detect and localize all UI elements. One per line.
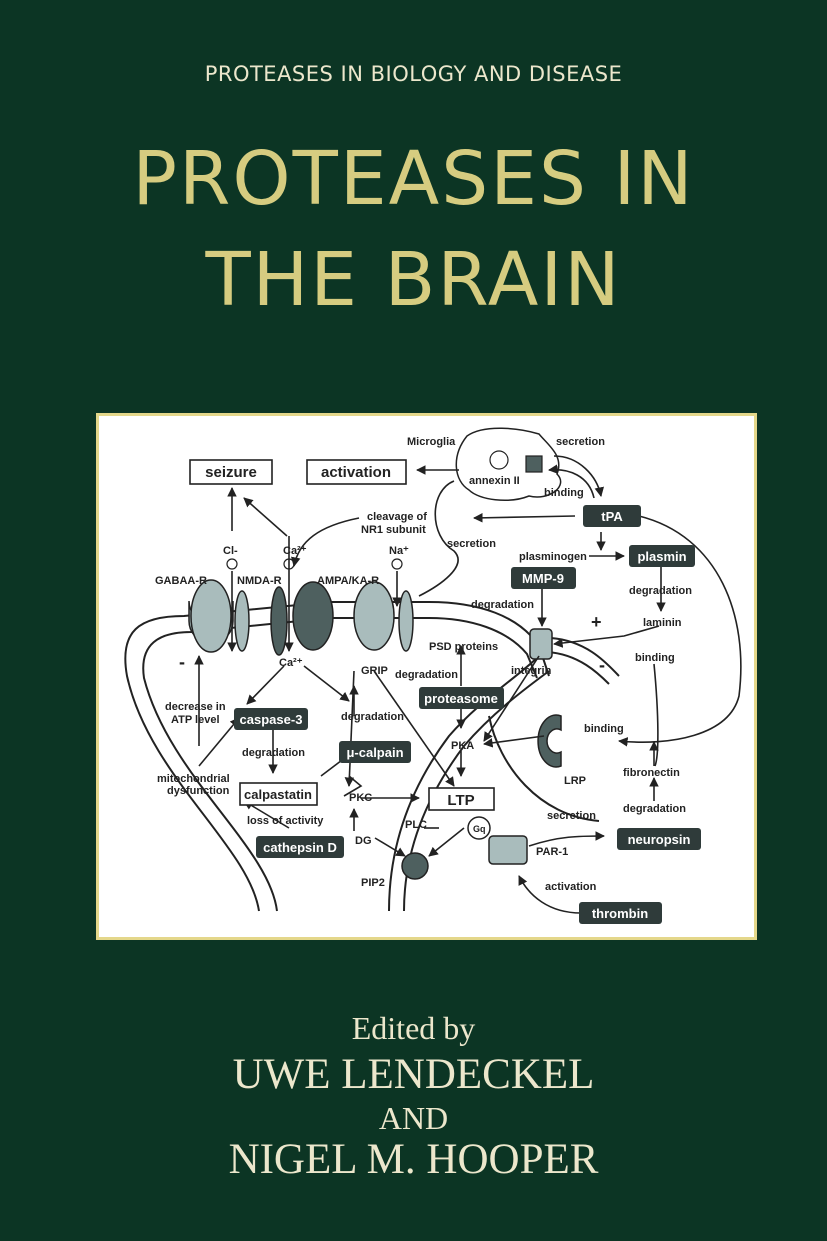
label-na: Na⁺: [389, 545, 409, 557]
diagram-boxes: [189, 459, 701, 924]
label-ampa: AMPA/KA-R: [317, 575, 379, 587]
label-pkc: PKC: [349, 792, 372, 804]
caspase3-box: caspase-3: [240, 712, 303, 727]
label-mito-1: mitochondrial: [157, 773, 230, 785]
label-grip: GRIP: [361, 665, 388, 677]
label-gaba: GABAA-R: [155, 575, 207, 587]
label-loss: loss of activity: [247, 815, 324, 827]
label-annexin: annexin II: [469, 475, 520, 487]
label-par1: PAR-1: [536, 846, 568, 858]
label-cl: Cl-: [223, 545, 238, 557]
label-degradation-mmp: degradation: [471, 599, 534, 611]
label-cleavage-2: NR1 subunit: [361, 524, 426, 536]
seizure-box: seizure: [205, 464, 257, 481]
label-degradation-grip: degradation: [341, 711, 404, 723]
cathepsin-box: cathepsin D: [263, 840, 337, 855]
label-mito-2: dysfunction: [167, 785, 230, 797]
pathway-diagram-svg: seizure activation tPA plasmin MMP-9 pro…: [124, 427, 742, 924]
label-decrease-1: decrease in: [165, 701, 226, 713]
ltp-box: LTP: [447, 792, 474, 809]
label-binding-lrp: binding: [584, 723, 624, 735]
label-laminin: laminin: [643, 617, 682, 629]
book-title-line-2: THE BRAIN: [205, 237, 622, 323]
tpa-box: tPA: [601, 509, 623, 524]
label-degradation-psd: degradation: [395, 669, 458, 681]
editor-1: UWE LENDECKEL: [232, 1051, 595, 1098]
calpastatin-box: calpastatin: [244, 787, 312, 802]
label-plus: +: [591, 612, 602, 632]
label-activation-thrombin: activation: [545, 881, 597, 893]
label-secretion-mid: secretion: [447, 538, 496, 550]
proteasome-box: proteasome: [424, 691, 498, 706]
book-title-line-1: PROTEASES IN: [132, 136, 695, 222]
label-pip2: PIP2: [361, 877, 385, 889]
label-decrease-2: ATP level: [171, 714, 220, 726]
label-ca-mid: Ca²⁺: [279, 657, 303, 669]
and-label: AND: [378, 1100, 449, 1136]
plasmin-box: plasmin: [637, 549, 686, 564]
label-minus-right: -: [599, 655, 605, 675]
label-degradation-casp: degradation: [242, 747, 305, 759]
label-degradation-fib: degradation: [623, 803, 686, 815]
label-nmda: NMDA-R: [237, 575, 282, 587]
neuropsin-box: neuropsin: [628, 832, 691, 847]
label-binding-top: binding: [544, 487, 584, 499]
label-psd: PSD proteins: [429, 641, 498, 653]
label-secretion-top: secretion: [556, 436, 605, 448]
label-integrin: integrin: [511, 665, 552, 677]
label-dg: DG: [355, 835, 372, 847]
label-degradation-plasmin: degradation: [629, 585, 692, 597]
activation-box: activation: [321, 464, 391, 481]
label-cleavage-1: cleavage of: [367, 511, 427, 523]
mmp9-box: MMP-9: [522, 571, 564, 586]
calpain-box: μ-calpain: [346, 745, 403, 760]
label-ca-top: Ca²⁺: [283, 545, 307, 557]
label-gq: Gq: [473, 824, 486, 834]
label-fibronectin: fibronectin: [623, 767, 680, 779]
edited-by: Edited by: [351, 1010, 476, 1046]
cover-figure-pathway-diagram: seizure activation tPA plasmin MMP-9 pro…: [96, 413, 757, 940]
label-plasminogen: plasminogen: [519, 551, 587, 563]
label-plc: PLC: [405, 819, 427, 831]
label-minus-left: -: [179, 652, 185, 672]
label-microglia: Microglia: [407, 436, 456, 448]
editor-2: NIGEL M. HOOPER: [228, 1136, 599, 1183]
series-title: PROTEASES IN BIOLOGY AND DISEASE: [204, 62, 623, 86]
thrombin-box: thrombin: [592, 906, 648, 921]
receptors: [188, 427, 562, 880]
label-pka: PKA: [451, 740, 474, 752]
label-binding-laminin: binding: [635, 652, 675, 664]
label-lrp: LRP: [564, 775, 586, 787]
label-secretion-neuropsin: secretion: [547, 810, 596, 822]
